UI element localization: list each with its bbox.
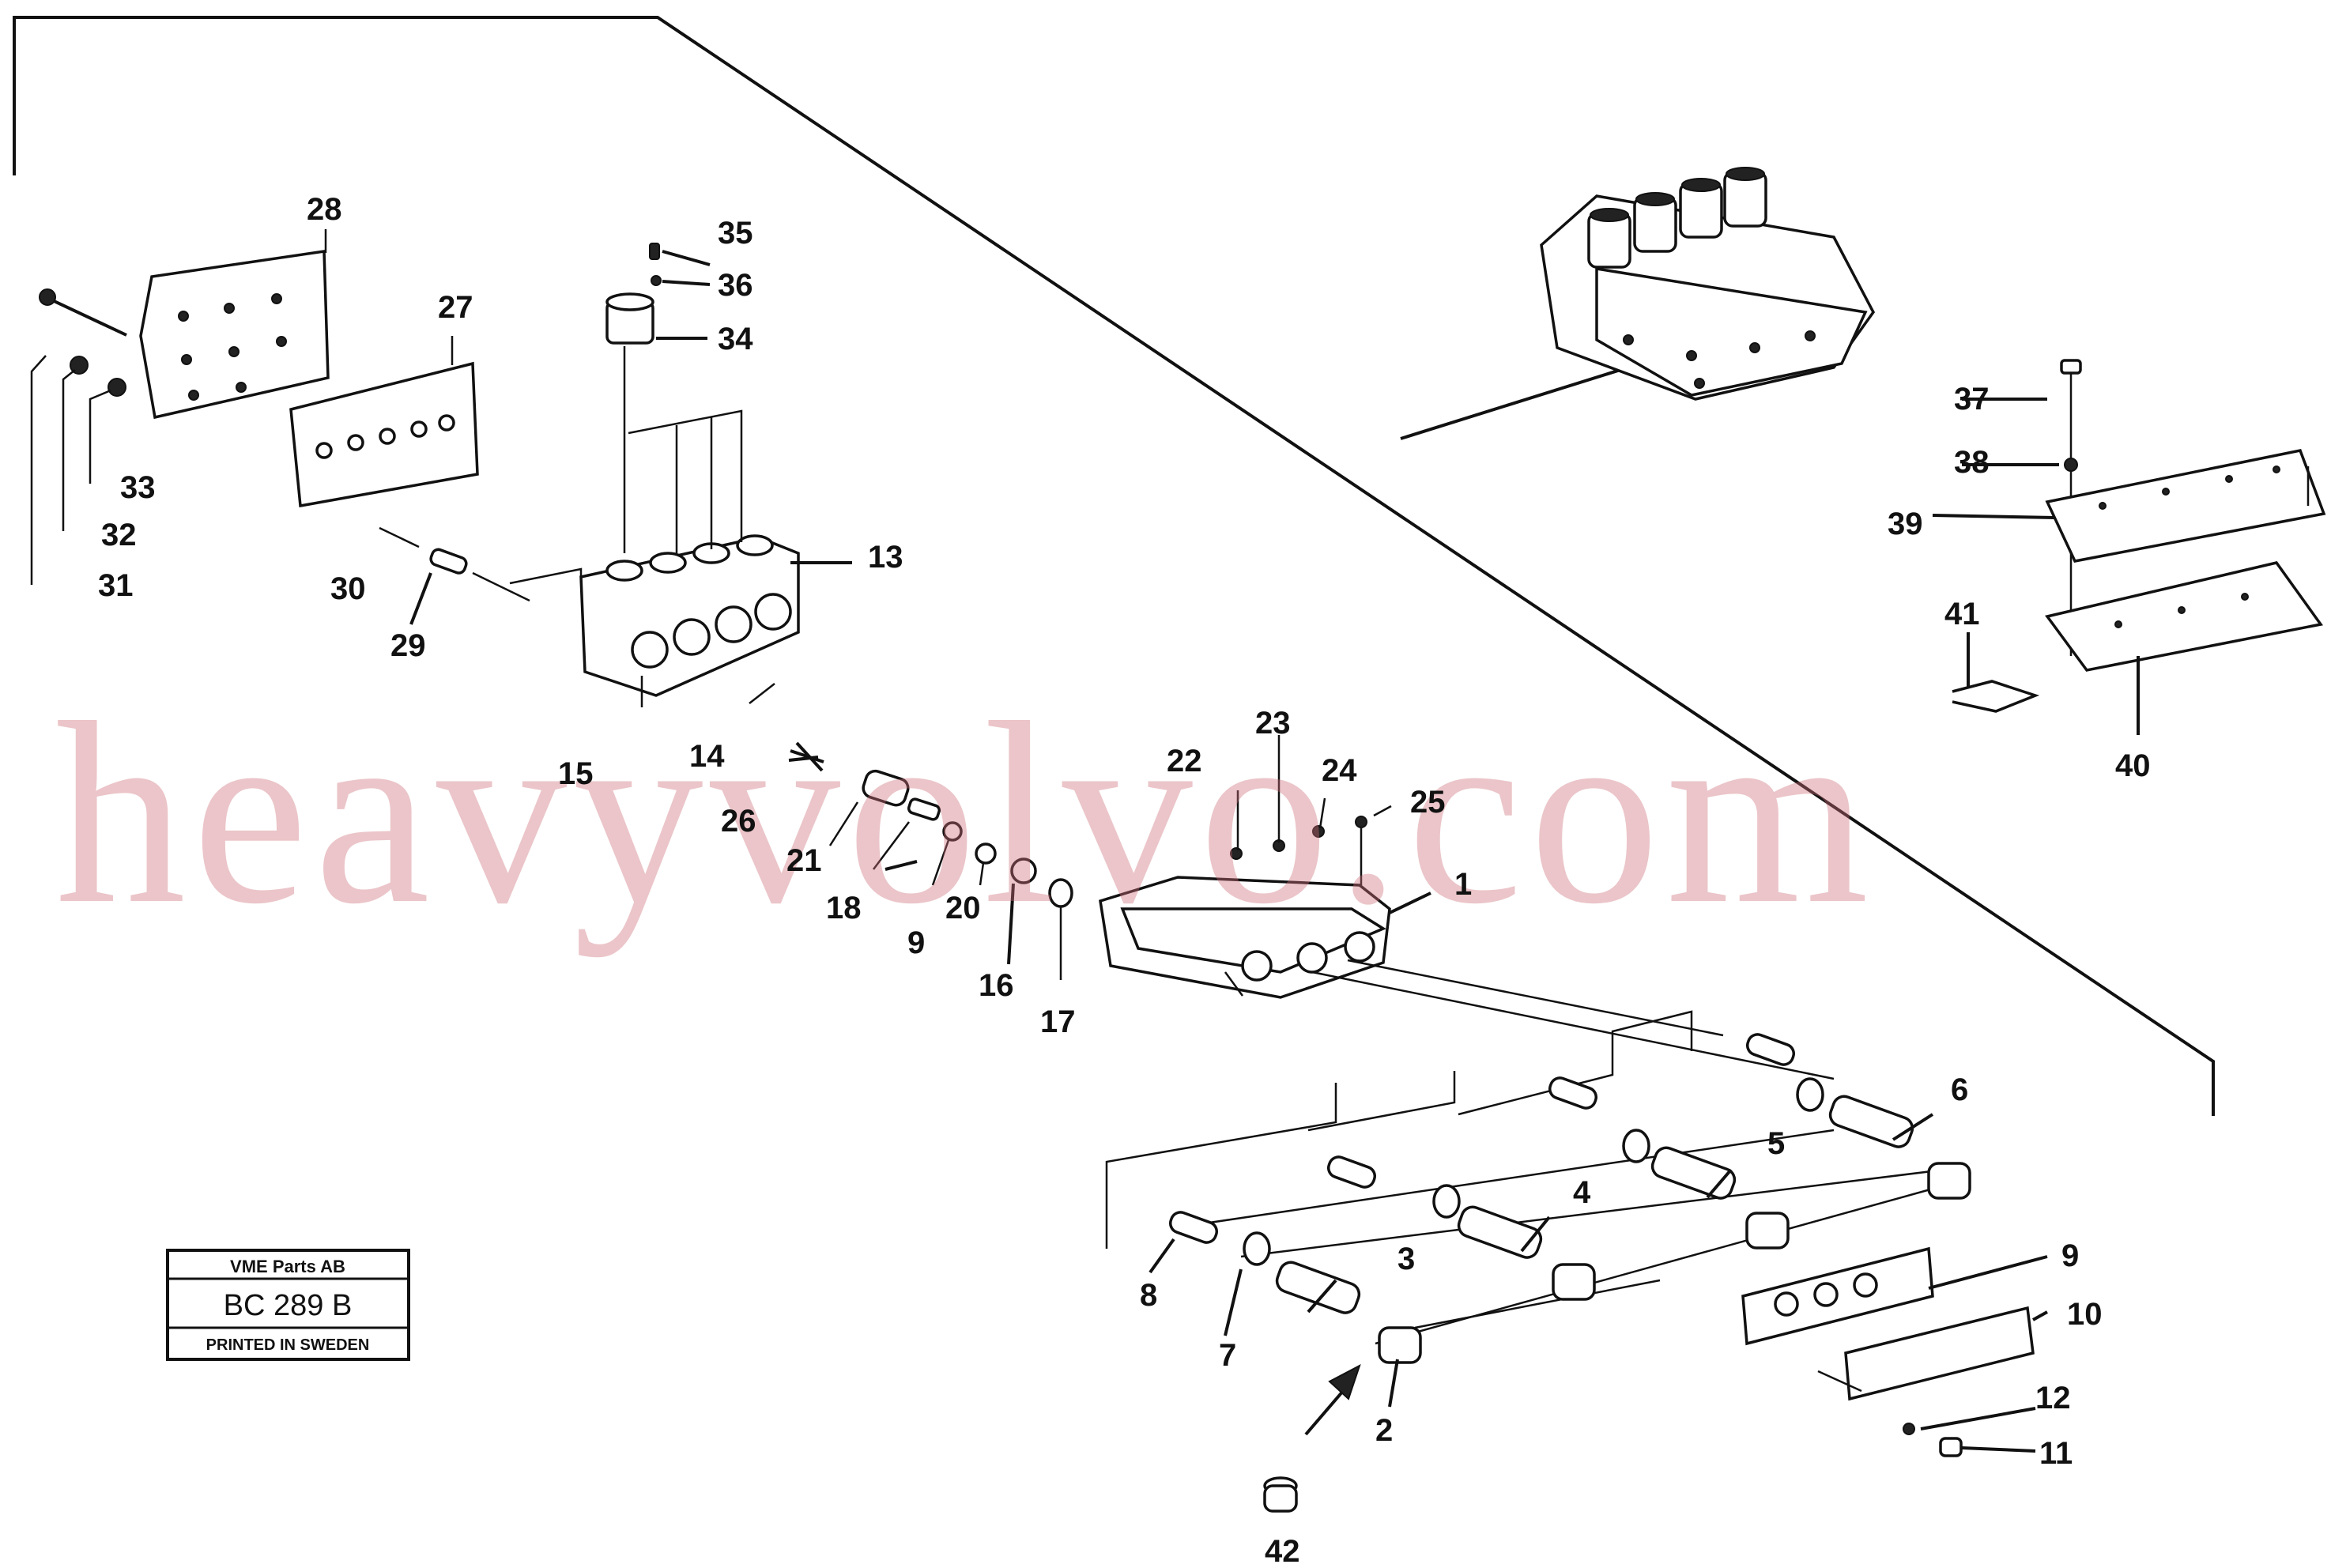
callout-26: 26 bbox=[721, 804, 756, 839]
callout-6: 6 bbox=[1951, 1072, 1968, 1107]
callout-3: 3 bbox=[1397, 1242, 1415, 1276]
callout-1: 1 bbox=[1454, 867, 1472, 902]
spool-parts-18-21-26 bbox=[788, 741, 1073, 980]
callout-10: 10 bbox=[2067, 1297, 2103, 1332]
callout-22: 22 bbox=[1167, 744, 1202, 778]
callout-18: 18 bbox=[826, 891, 862, 925]
valve-section-1 bbox=[1099, 735, 1431, 999]
plates-9-10 bbox=[1741, 1246, 2048, 1457]
callout-32: 32 bbox=[101, 518, 137, 552]
callout-23: 23 bbox=[1255, 706, 1291, 741]
callout-11: 11 bbox=[2039, 1436, 2073, 1471]
lower-spools-springs bbox=[1168, 1033, 1971, 1364]
plates-39-40 bbox=[1932, 359, 2326, 735]
fitting-29-30 bbox=[379, 526, 583, 625]
callout-14: 14 bbox=[689, 739, 725, 774]
callout-20: 20 bbox=[945, 891, 981, 925]
callout-15: 15 bbox=[558, 756, 594, 791]
callout-24: 24 bbox=[1322, 753, 1357, 788]
callout-37: 37 bbox=[1954, 382, 1990, 416]
callout-31: 31 bbox=[98, 568, 134, 603]
callout-33: 33 bbox=[120, 470, 156, 505]
frame-outline bbox=[13, 16, 2215, 1116]
callout-9a: 9 bbox=[907, 925, 925, 960]
callout-36: 36 bbox=[718, 268, 753, 303]
callout-29: 29 bbox=[390, 628, 426, 663]
callout-13: 13 bbox=[868, 540, 903, 575]
stamp-company: VME Parts AB bbox=[230, 1257, 345, 1276]
publisher-stamp: VME Parts AB BC 289 B PRINTED IN SWEDEN bbox=[166, 1249, 410, 1361]
callout-40: 40 bbox=[2115, 748, 2151, 783]
callout-28: 28 bbox=[307, 192, 342, 227]
callout-38: 38 bbox=[1954, 445, 1990, 480]
callout-25: 25 bbox=[1410, 785, 1446, 820]
valve-housing-13 bbox=[579, 534, 852, 707]
gasket-27 bbox=[289, 336, 479, 508]
stamp-printed: PRINTED IN SWEDEN bbox=[206, 1336, 370, 1354]
assembled-valve-illustration bbox=[1540, 167, 1876, 401]
cap-42-arrow bbox=[884, 860, 1934, 1513]
callout-4: 4 bbox=[1573, 1175, 1591, 1210]
callout-30: 30 bbox=[330, 571, 366, 606]
callout-27: 27 bbox=[438, 290, 473, 325]
callout-9b: 9 bbox=[2061, 1238, 2079, 1273]
callout-7: 7 bbox=[1219, 1338, 1236, 1373]
callout-35: 35 bbox=[718, 216, 753, 251]
callout-42: 42 bbox=[1265, 1534, 1300, 1568]
watermark-text: heavyvolvo.com bbox=[55, 669, 1875, 958]
callout-21: 21 bbox=[786, 843, 822, 878]
callout-17: 17 bbox=[1040, 1004, 1076, 1039]
guide-lines bbox=[1105, 959, 1945, 1345]
callout-16: 16 bbox=[979, 968, 1014, 1003]
callout-34: 34 bbox=[718, 322, 753, 356]
callout-41: 41 bbox=[1944, 597, 1980, 631]
solenoid-34 bbox=[605, 243, 743, 553]
callout-5: 5 bbox=[1767, 1126, 1785, 1161]
callout-12: 12 bbox=[2035, 1381, 2071, 1415]
callout-39: 39 bbox=[1888, 507, 1923, 541]
stamp-code: BC 289 B bbox=[224, 1289, 353, 1322]
callout-8: 8 bbox=[1140, 1278, 1157, 1313]
cover-plate-28 bbox=[30, 229, 330, 585]
callout-labels: 1 2 3 4 5 6 7 8 9 9 10 11 12 13 14 15 16… bbox=[98, 192, 2151, 1568]
callout-2: 2 bbox=[1375, 1413, 1393, 1448]
